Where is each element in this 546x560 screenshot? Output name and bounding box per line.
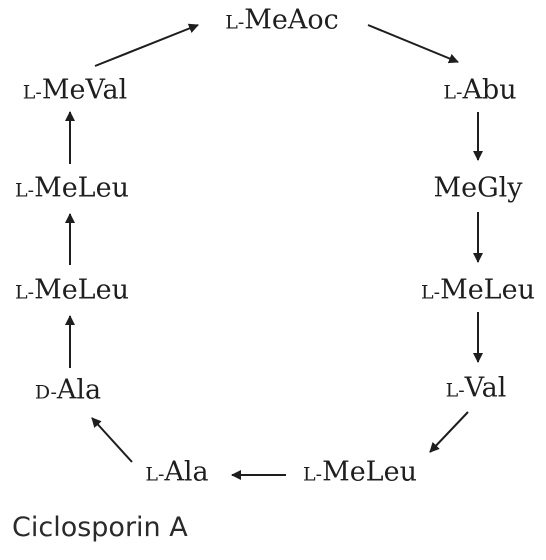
- residue-7: L-Ala: [145, 459, 208, 486]
- arrow-meaoc-to-abu: [367, 24, 459, 64]
- residue-2: L-Abu: [443, 77, 516, 104]
- residue-7-prefix: L-: [145, 463, 165, 486]
- residue-3-name: MeGly: [433, 172, 523, 204]
- residue-1-name: MeAoc: [244, 4, 339, 36]
- residue-10-name: MeLeu: [34, 172, 129, 204]
- residue-11: L-MeVal: [23, 77, 127, 104]
- residue-10-prefix: L-: [15, 179, 35, 202]
- residue-4: L-MeLeu: [421, 277, 535, 304]
- residue-5-prefix: L-: [445, 379, 465, 402]
- residue-1: L-MeAoc: [225, 7, 339, 34]
- residue-8: D-Ala: [35, 377, 101, 404]
- residue-2-prefix: L-: [443, 81, 463, 104]
- residue-5: L-Val: [446, 375, 507, 402]
- residue-2-name: Abu: [462, 74, 517, 106]
- caption: Ciclosporin A: [12, 512, 188, 543]
- residue-11-prefix: L-: [22, 81, 42, 104]
- residue-6: L-MeLeu: [303, 459, 417, 486]
- residue-5-name: Val: [464, 372, 507, 404]
- residue-4-name: MeLeu: [440, 274, 535, 306]
- residue-10: L-MeLeu: [15, 175, 129, 202]
- arrow-val-to-meleu: [429, 411, 469, 453]
- residue-9-prefix: L-: [15, 281, 35, 304]
- residue-3: MeGly: [433, 175, 522, 202]
- residue-9-name: MeLeu: [34, 274, 129, 306]
- arrow-ala-to-dala: [91, 417, 133, 463]
- residue-4-prefix: L-: [421, 281, 441, 304]
- residue-1-prefix: L-: [225, 11, 245, 34]
- residue-6-prefix: L-: [303, 463, 323, 486]
- residue-8-name: Ala: [56, 374, 102, 406]
- residue-6-name: MeLeu: [322, 456, 417, 488]
- residue-7-name: Ala: [164, 456, 209, 488]
- residue-11-name: MeVal: [41, 74, 128, 106]
- residue-9: L-MeLeu: [15, 277, 129, 304]
- arrow-meval-to-meaoc: [94, 23, 199, 67]
- residue-8-prefix: D-: [34, 381, 57, 404]
